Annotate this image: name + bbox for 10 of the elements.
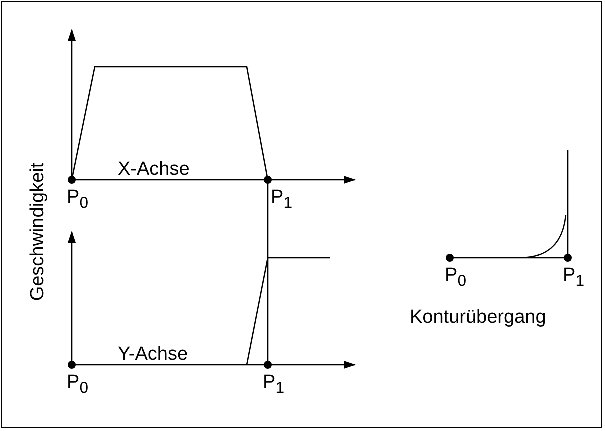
caption: Konturübergang [410,308,546,327]
point-label: P$_{1}$ [271,188,292,212]
point-label: P$_{0}$ [67,373,88,397]
point-label: P$_{1}$ [563,266,584,290]
point-label: P$_{0}$ [445,266,466,290]
axis-title: Geschwindigkeit [28,162,48,302]
axis-label: Y-Achse [118,345,188,364]
point-label: P$_{1}$ [263,373,284,397]
point-label: P$_{0}$ [67,188,88,212]
axis-label: X-Achse [118,160,190,179]
